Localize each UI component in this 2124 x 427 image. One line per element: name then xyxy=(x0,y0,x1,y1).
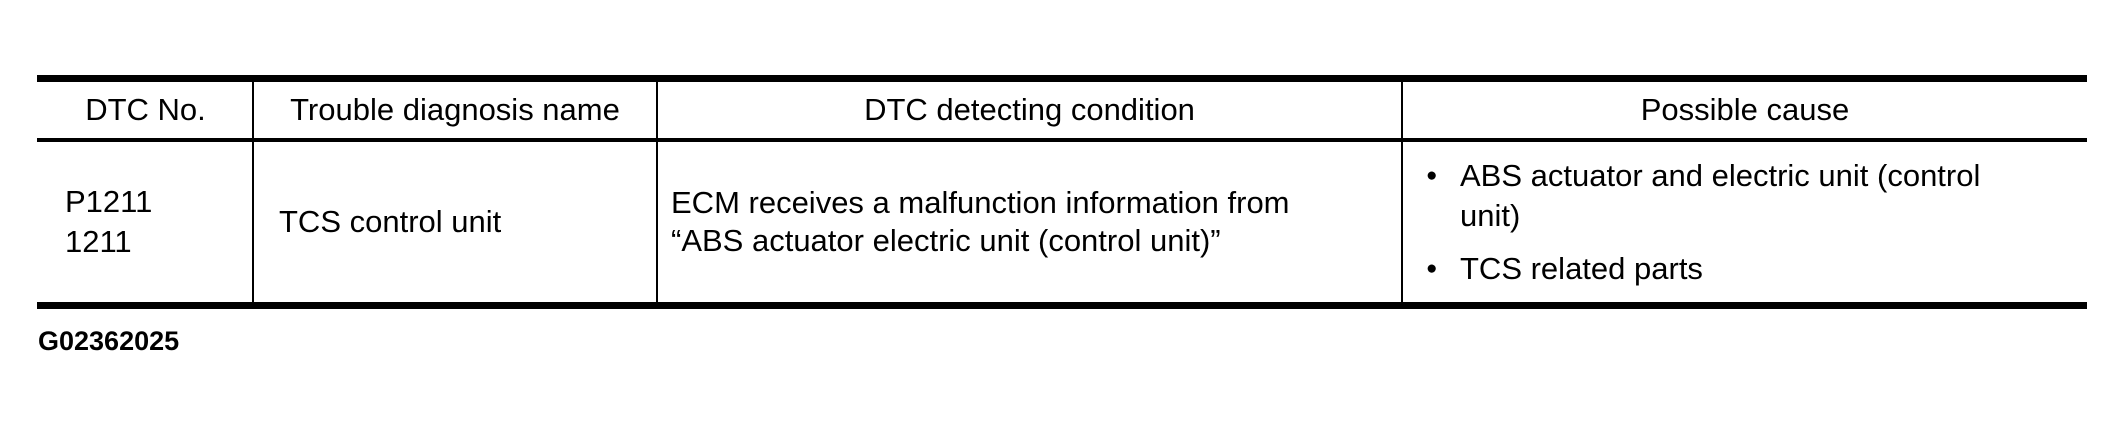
dtc-detecting-condition-text: ECM receives a malfunction information f… xyxy=(671,185,1290,258)
table-top-border xyxy=(37,75,2087,82)
cell-possible-cause: ● ABS actuator and electric unit (contro… xyxy=(1403,142,2087,302)
header-cell-dtc-detecting-condition: DTC detecting condition xyxy=(658,82,1401,138)
table-bottom-border xyxy=(37,302,2087,309)
bullet-icon: ● xyxy=(1426,164,1438,186)
possible-cause-text-1: ABS actuator and electric unit (control … xyxy=(1460,157,1981,233)
cell-trouble-diagnosis-name: TCS control unit xyxy=(254,142,656,302)
possible-cause-text-2: TCS related parts xyxy=(1460,250,1703,286)
header-label-dtc-no: DTC No. xyxy=(85,92,206,127)
dtc-no-line-2: 1211 xyxy=(65,224,132,259)
table-column-divider-3 xyxy=(1401,75,1403,309)
header-cell-trouble-diagnosis-name: Trouble diagnosis name xyxy=(254,82,656,138)
header-cell-possible-cause: Possible cause xyxy=(1403,82,2087,138)
header-label-trouble-diagnosis-name: Trouble diagnosis name xyxy=(290,92,620,127)
cell-dtc-no: P1211 1211 xyxy=(39,142,252,302)
table-column-divider-1 xyxy=(252,75,254,309)
possible-cause-item-1: ● ABS actuator and electric unit (contro… xyxy=(1403,156,2087,236)
header-label-dtc-detecting-condition: DTC detecting condition xyxy=(864,92,1195,127)
possible-cause-item-2: ● TCS related parts xyxy=(1403,249,2087,289)
table-header-separator xyxy=(37,138,2087,142)
header-label-possible-cause: Possible cause xyxy=(1640,92,1850,127)
bullet-icon: ● xyxy=(1426,257,1438,279)
trouble-diagnosis-name-text: TCS control unit xyxy=(279,204,502,239)
table-column-divider-2 xyxy=(656,75,658,309)
cell-dtc-detecting-condition: ECM receives a malfunction information f… xyxy=(658,142,1401,302)
figure-id-label: G02362025 xyxy=(38,326,180,356)
header-cell-dtc-no: DTC No. xyxy=(39,82,252,138)
dtc-no-line-1: P1211 xyxy=(65,184,153,219)
